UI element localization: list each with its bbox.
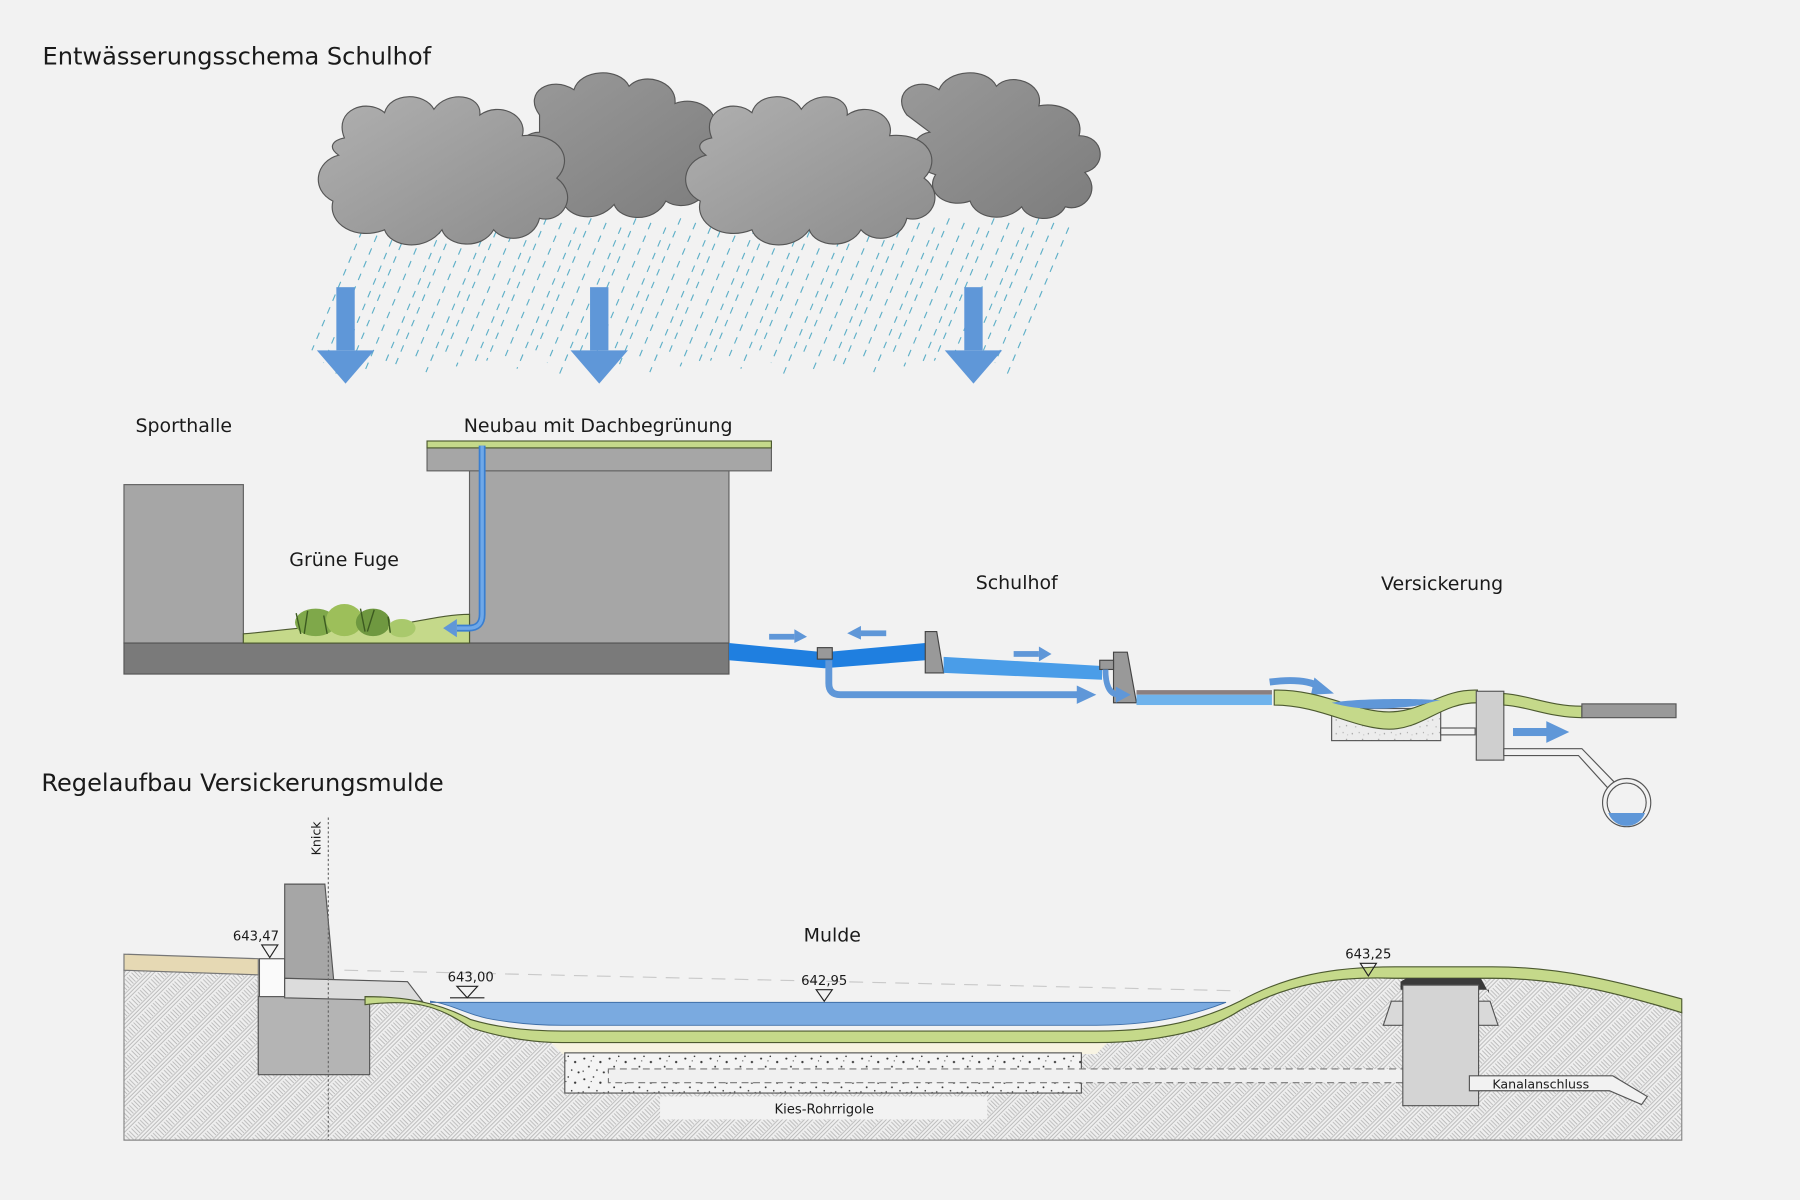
level-marker-swale-bottom: 642,95 — [801, 974, 847, 1003]
label-schulhof: Schulhof — [976, 572, 1059, 594]
svg-text:643,00: 643,00 — [448, 971, 494, 986]
label-kanalanschluss: Kanalanschluss — [1492, 1076, 1589, 1091]
rain-streak — [842, 218, 906, 365]
flow-arrows — [769, 625, 1570, 743]
sewer-connection — [1468, 1075, 1649, 1106]
svg-text:643,25: 643,25 — [1345, 948, 1391, 963]
drainage-pipe — [607, 1068, 1413, 1084]
rain-streak — [535, 218, 592, 351]
rain-streak — [618, 218, 682, 365]
cloud-3 — [685, 96, 936, 246]
rain-arrow-3 — [944, 287, 1003, 384]
schoolyard-surface — [728, 630, 1272, 706]
neubau-building — [468, 469, 730, 644]
rain-streak — [903, 222, 965, 367]
rain-streak — [800, 218, 861, 358]
rain-streak — [922, 227, 980, 363]
pond-water — [430, 1000, 1227, 1026]
rain-streak — [891, 218, 950, 354]
slab — [284, 977, 424, 1002]
label-gruene-fuge: Grüne Fuge — [289, 549, 399, 571]
green-roof — [426, 440, 773, 449]
rain-streak — [698, 227, 756, 363]
infiltration-swale — [1273, 689, 1677, 828]
rain-streak — [504, 222, 562, 357]
base-slab — [123, 642, 730, 675]
level-marker-swale-edge: 643,00 — [448, 971, 494, 999]
main-title: Entwässerungsschema Schulhof — [42, 42, 431, 70]
rain-streak — [486, 218, 547, 361]
rain-streak — [728, 222, 786, 357]
rain-streak — [425, 227, 488, 373]
rain-streak — [831, 227, 891, 366]
rain-streak — [383, 227, 443, 366]
rain-streak — [933, 218, 995, 361]
rain-streak — [994, 222, 1055, 364]
overflow-shaft — [1475, 690, 1505, 761]
rain-streak — [679, 222, 741, 367]
rain-streak — [1006, 227, 1070, 376]
rain-streak — [782, 227, 846, 376]
rain-streak — [861, 222, 921, 360]
rain-streak — [353, 218, 413, 358]
cloud-1 — [317, 96, 569, 246]
label-mulde: Mulde — [804, 925, 861, 947]
rain-streak — [649, 227, 712, 373]
rain-streak — [770, 222, 831, 364]
svg-text:642,95: 642,95 — [801, 974, 847, 989]
label-versickerung: Versickerung — [1381, 573, 1503, 595]
svg-text:643,47: 643,47 — [233, 929, 279, 944]
gully-drain — [816, 647, 833, 660]
label-knick: Knick — [308, 821, 323, 856]
level-marker-curb-top: 643,47 — [233, 929, 279, 959]
section-title: Regelaufbau Versickerungsmulde — [41, 769, 443, 797]
rain-streak — [444, 218, 503, 354]
rain-streak — [709, 218, 771, 361]
rain-streak — [812, 222, 876, 371]
rain-streak — [474, 227, 533, 363]
rain-streak — [546, 222, 607, 364]
rain-streak — [322, 222, 383, 364]
cloud-4 — [901, 72, 1101, 220]
sporthalle-building — [123, 484, 244, 644]
sewer-pipe — [1503, 748, 1620, 794]
rain-streak — [668, 218, 727, 354]
rain-arrow-2 — [570, 287, 628, 384]
rain-arrow-1 — [316, 287, 375, 384]
rain-streak — [311, 218, 368, 351]
green-joint-vegetation — [242, 604, 471, 644]
foundation — [257, 996, 371, 1076]
rain-streak — [873, 227, 935, 373]
label-kies-rohrrigole: Kies-Rohrrigole — [774, 1103, 874, 1118]
rain-streak — [740, 227, 801, 369]
curb-1 — [924, 630, 945, 674]
rain-streak — [455, 222, 518, 367]
rain-streak — [516, 227, 577, 369]
rain-streak — [982, 218, 1040, 351]
label-neubau: Neubau mit Dachbegrünung — [464, 415, 733, 437]
gully-drain-2 — [1099, 659, 1115, 671]
swale-cross-section: Knick Kies-Rohrrigole Kanalanschluss Mul… — [123, 817, 1683, 1141]
rain-streak — [413, 222, 473, 360]
manhole-shaft — [1402, 984, 1480, 1107]
rain-streak — [637, 222, 697, 360]
rain-streak — [607, 227, 667, 366]
level-marker-shaft-top: 643,25 — [1345, 948, 1391, 978]
clouds — [317, 72, 1101, 246]
rain-streak — [759, 218, 816, 351]
downpipe — [443, 445, 486, 638]
label-sporthalle: Sporthalle — [135, 415, 232, 437]
